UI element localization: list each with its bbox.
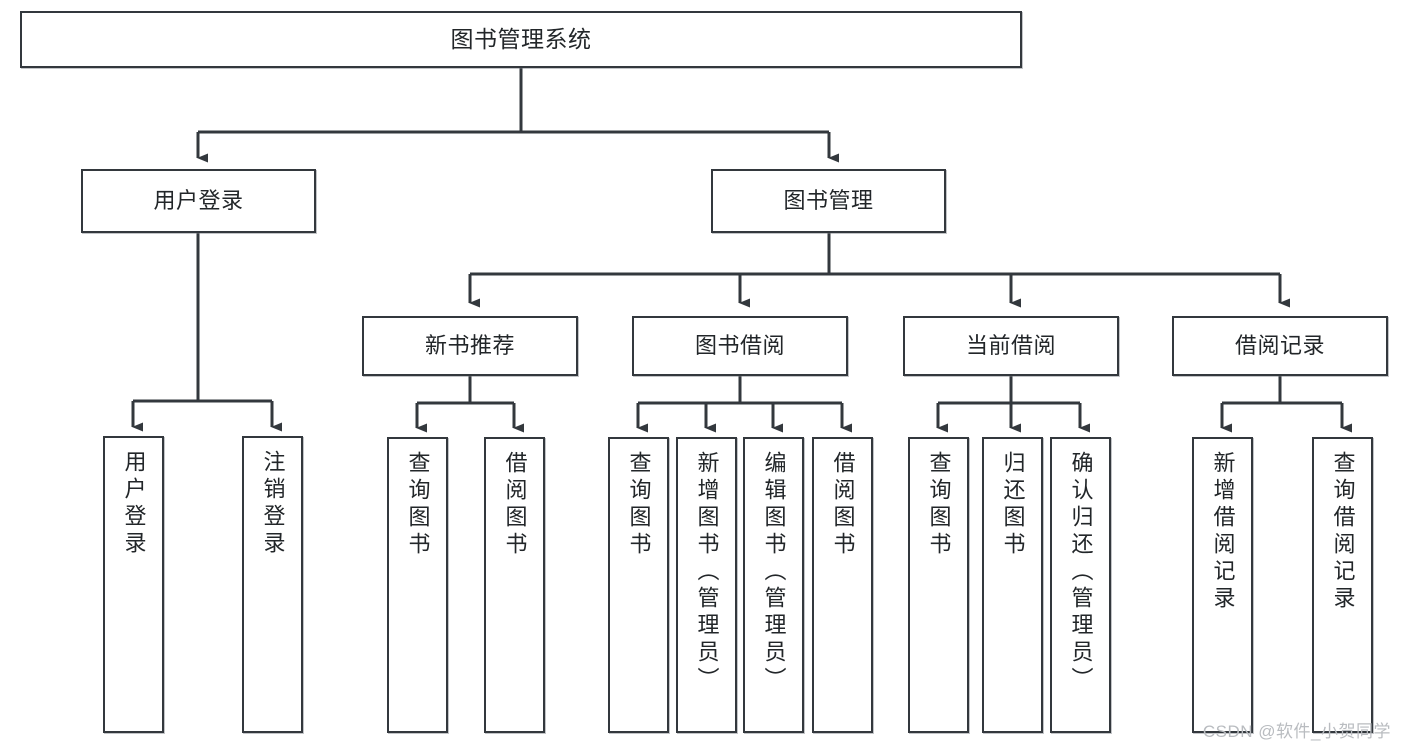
node-label: 查询借阅记录 (1330, 451, 1356, 613)
node-leaf-borrow-book-2[interactable]: 借阅图书 (812, 437, 873, 733)
node-leaf-user-login[interactable]: 用户登录 (103, 436, 164, 733)
node-book-borrow[interactable]: 图书借阅 (632, 316, 848, 376)
node-label: 图书管理 (783, 187, 874, 213)
node-label: 借阅图书 (830, 451, 856, 559)
node-current-borrow[interactable]: 当前借阅 (903, 316, 1119, 376)
node-leaf-edit-book[interactable]: 编辑图书（管理员） (743, 437, 804, 733)
node-label: 借阅图书 (502, 451, 528, 559)
csdn-watermark: CSDN @软件_小贺同学 (1202, 722, 1391, 741)
node-label: 用户登录 (153, 187, 244, 213)
node-label: 借阅记录 (1234, 332, 1325, 358)
node-label: 新增图书（管理员） (694, 451, 720, 694)
node-label: 编辑图书（管理员） (761, 451, 787, 694)
node-label: 查询图书 (926, 451, 952, 559)
node-leaf-add-book[interactable]: 新增图书（管理员） (676, 437, 737, 733)
node-leaf-borrow-book-1[interactable]: 借阅图书 (484, 437, 545, 733)
node-label: 注销登录 (260, 450, 286, 558)
node-label: 查询图书 (405, 451, 431, 559)
node-borrow-record[interactable]: 借阅记录 (1172, 316, 1388, 376)
node-label: 当前借阅 (965, 332, 1056, 358)
node-leaf-return-book[interactable]: 归还图书 (982, 437, 1043, 733)
node-leaf-query-book-2[interactable]: 查询图书 (608, 437, 669, 733)
node-label: 确认归还（管理员） (1068, 451, 1094, 694)
node-label: 查询图书 (626, 451, 652, 559)
node-leaf-confirm-return[interactable]: 确认归还（管理员） (1050, 437, 1111, 733)
node-leaf-user-logout[interactable]: 注销登录 (242, 436, 303, 733)
node-label: 图书管理系统 (450, 25, 592, 52)
node-leaf-add-record[interactable]: 新增借阅记录 (1192, 437, 1253, 733)
node-label: 归还图书 (1000, 451, 1026, 559)
node-label: 新增借阅记录 (1210, 451, 1236, 613)
node-leaf-query-book-1[interactable]: 查询图书 (387, 437, 448, 733)
node-label: 用户登录 (121, 450, 147, 558)
node-book-manage[interactable]: 图书管理 (711, 169, 946, 233)
node-label: 新书推荐 (424, 332, 515, 358)
node-label: 图书借阅 (694, 332, 785, 358)
node-leaf-query-book-3[interactable]: 查询图书 (908, 437, 969, 733)
node-user-login[interactable]: 用户登录 (81, 169, 316, 233)
node-root-system[interactable]: 图书管理系统 (20, 11, 1022, 68)
node-new-book-rec[interactable]: 新书推荐 (362, 316, 578, 376)
node-leaf-query-record[interactable]: 查询借阅记录 (1312, 437, 1373, 733)
